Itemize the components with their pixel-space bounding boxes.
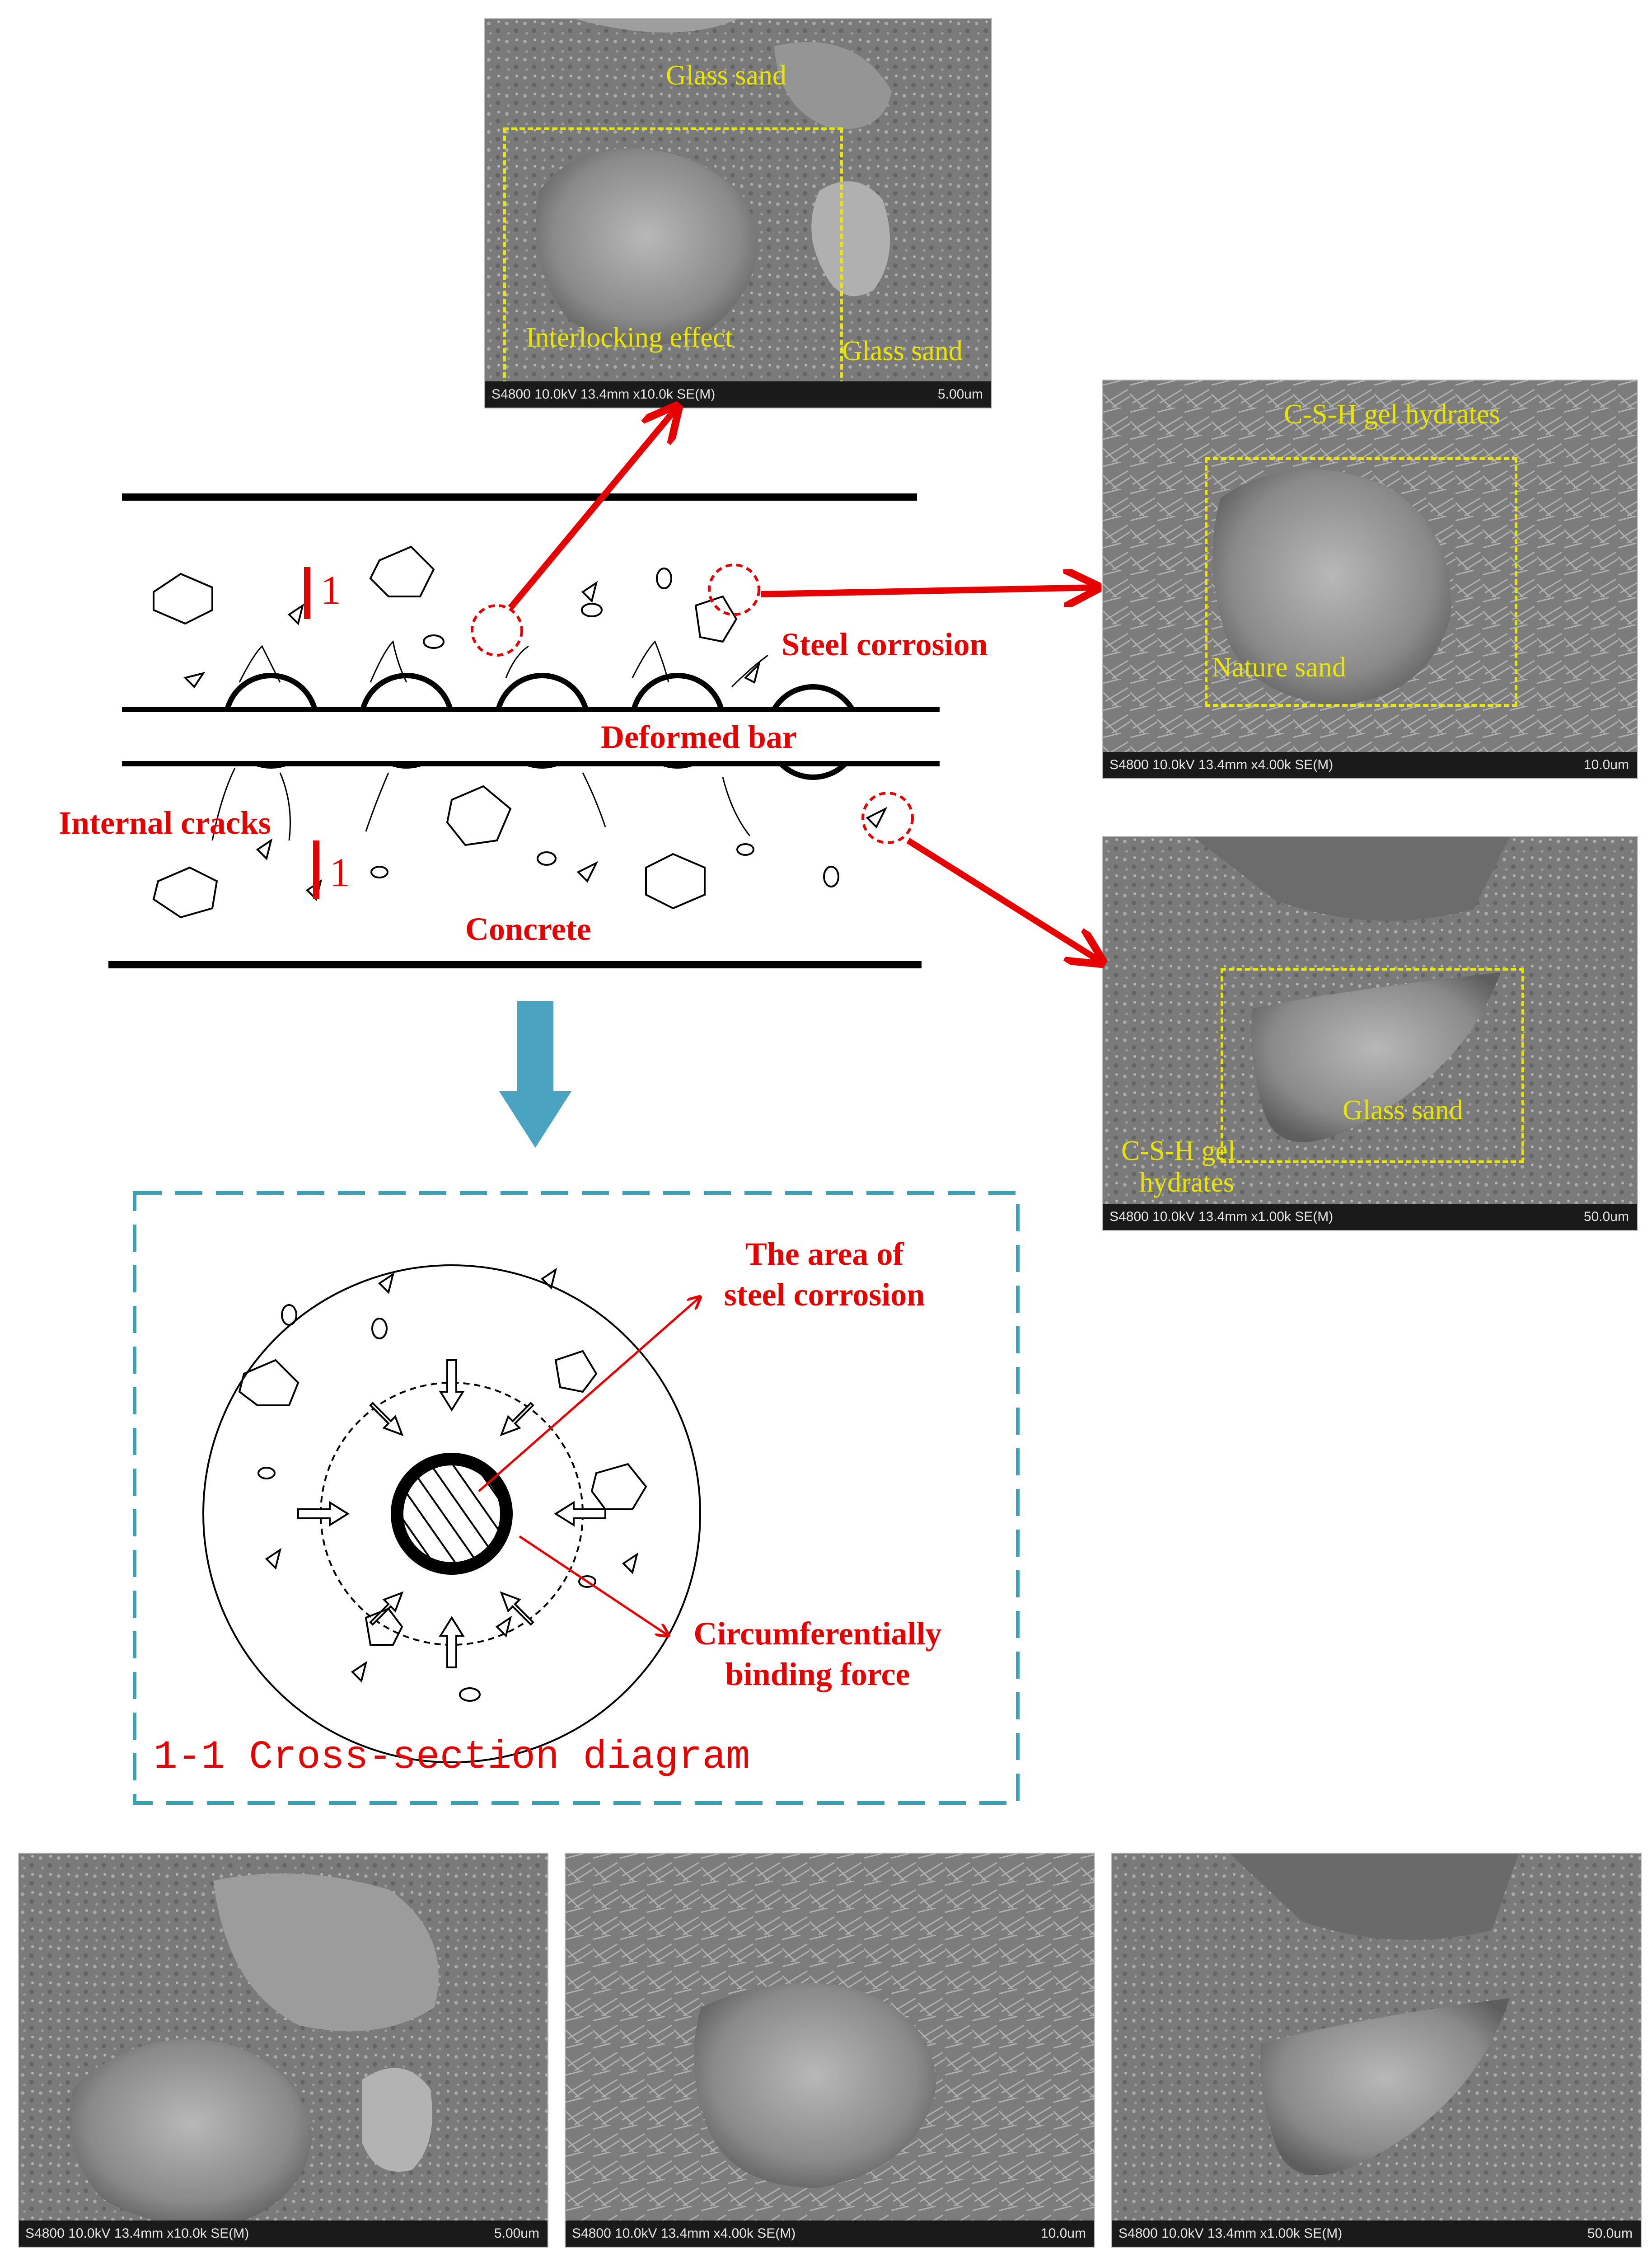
section-mark-label-bottom: 1 xyxy=(330,850,350,895)
area-of-steel-corrosion-label: The area of steel corrosion xyxy=(700,1234,949,1315)
cross-section-frame xyxy=(133,1191,1020,1805)
circumferential-force-label: Circumferentially binding force xyxy=(655,1613,980,1695)
force-label-line2: binding force xyxy=(725,1656,910,1692)
sem-image-glass-sand-interlocking: Glass sand Interlocking effect Glass san… xyxy=(484,18,992,408)
sem-metadata: S4800 10.0kV 13.4mm x1.00k SE(M) xyxy=(1109,1209,1334,1224)
callout-circle-nature xyxy=(708,563,760,616)
nature-sand-label: Nature sand xyxy=(1212,652,1346,683)
csh-gel-label-line1: C-S-H gel xyxy=(1121,1136,1236,1166)
cross-section-title: 1-1 Cross-section diagram xyxy=(154,1735,750,1780)
sem-image-nature-sand: C-S-H gel hydrates Nature sand S4800 10.… xyxy=(1102,380,1638,779)
internal-cracks-label: Internal cracks xyxy=(59,805,271,841)
internal-cracks xyxy=(211,640,768,841)
arrow-to-top-sem xyxy=(508,407,678,610)
sem-texture xyxy=(1112,1854,1641,2247)
glass-sand-label-right: Glass sand xyxy=(842,336,963,366)
sem-info-bar xyxy=(485,381,991,408)
sem-info-bar xyxy=(19,2220,548,2247)
glass-sand-region-box xyxy=(1221,968,1524,1163)
sem-texture xyxy=(485,19,991,408)
down-arrow xyxy=(499,1001,571,1148)
steel-corrosion-label: Steel corrosion xyxy=(782,626,988,662)
sem-metadata: S4800 10.0kV 13.4mm x4.00k SE(M) xyxy=(572,2226,796,2241)
sem-info-bar xyxy=(1103,1204,1637,1230)
glass-sand-label-top: Glass sand xyxy=(666,60,786,91)
sem-scale: 50.0um xyxy=(1587,2226,1633,2241)
callout-circle-glass xyxy=(471,604,523,657)
sem-texture xyxy=(1103,837,1637,1230)
sem-scale: 10.0um xyxy=(1040,2226,1086,2241)
interlocking-effect-label: Interlocking effect xyxy=(526,322,733,353)
sem-bottom-3: S4800 10.0kV 13.4mm x1.00k SE(M) 50.0um xyxy=(1111,1853,1642,2248)
deformed-bar xyxy=(122,673,940,780)
nature-sand-region-box xyxy=(1205,457,1517,707)
area-label-line2: steel corrosion xyxy=(724,1277,925,1313)
sem-scale: 5.00um xyxy=(937,387,983,402)
sem-metadata: S4800 10.0kV 13.4mm x10.0k SE(M) xyxy=(25,2226,249,2241)
sem-bottom-2: S4800 10.0kV 13.4mm x4.00k SE(M) 10.0um xyxy=(565,1853,1095,2248)
sem-metadata: S4800 10.0kV 13.4mm x1.00k SE(M) xyxy=(1118,2226,1343,2241)
csh-gel-label-line2: hydrates xyxy=(1139,1167,1235,1198)
sem-info-bar xyxy=(566,2220,1094,2247)
arrow-to-right-sem-1 xyxy=(761,587,1098,594)
sem-scale: 10.0um xyxy=(1583,757,1629,772)
arrow-to-right-sem-2 xyxy=(906,838,1102,962)
sem-texture xyxy=(566,1854,1094,2247)
sem-texture xyxy=(1103,380,1637,778)
area-label-line1: The area of xyxy=(745,1236,904,1272)
section-mark-label-top: 1 xyxy=(321,568,341,613)
sem-info-bar xyxy=(1103,752,1637,778)
sem-info-bar xyxy=(1112,2220,1641,2247)
sem-scale: 5.00um xyxy=(494,2226,539,2241)
callout-circle-glass-2 xyxy=(861,792,914,844)
deformed-bar-label: Deformed bar xyxy=(601,719,797,755)
csh-gel-label: C-S-H gel hydrates xyxy=(1284,399,1500,430)
cross-section-drawing xyxy=(202,1264,700,1763)
concrete-label: Concrete xyxy=(465,911,591,947)
sem-image-glass-sand: Glass sand C-S-H gel hydrates S4800 10.0… xyxy=(1102,836,1638,1231)
sem-metadata: S4800 10.0kV 13.4mm x4.00k SE(M) xyxy=(1109,757,1334,772)
sem-scale: 50.0um xyxy=(1583,1209,1629,1224)
force-label-line1: Circumferentially xyxy=(693,1615,942,1652)
sem-bottom-1: S4800 10.0kV 13.4mm x10.0k SE(M) 5.00um xyxy=(18,1853,548,2248)
glass-sand-label: Glass sand xyxy=(1343,1095,1463,1126)
sem-texture xyxy=(19,1854,548,2247)
